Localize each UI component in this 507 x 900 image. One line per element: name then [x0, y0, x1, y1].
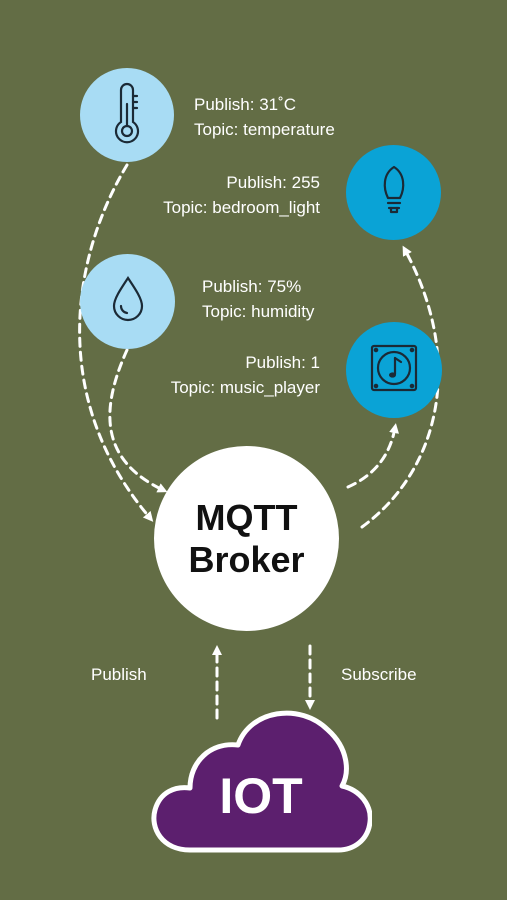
bedroom-light-publish: Publish: 255	[226, 173, 320, 192]
music-player-label: Publish: 1 Topic: music_player	[120, 350, 320, 400]
arrow-broker-to-music-player	[346, 423, 400, 489]
temperature-publish: Publish: 31˚C	[194, 95, 297, 114]
temperature-sensor-node	[80, 68, 174, 162]
publish-link-label: Publish	[91, 665, 147, 684]
arrow-humidity-to-broker	[108, 348, 168, 493]
temperature-topic: Topic: temperature	[194, 120, 335, 139]
music-player-icon	[369, 343, 419, 398]
music-player-publish: Publish: 1	[245, 353, 320, 372]
subscribe-link-label: Subscribe	[341, 665, 417, 684]
bedroom-light-topic: Topic: bedroom_light	[163, 198, 320, 217]
bedroom-light-label: Publish: 255 Topic: bedroom_light	[120, 170, 320, 220]
humidity-publish: Publish: 75%	[202, 277, 302, 296]
music-player-node	[346, 322, 442, 418]
iot-cloud-icon	[151, 710, 372, 853]
light-bulb-icon	[377, 164, 411, 221]
music-player-topic: Topic: music_player	[170, 378, 320, 397]
arrow-temperature-to-broker	[78, 163, 154, 522]
broker-title-line1: MQTT	[195, 496, 298, 538]
bedroom-light-node	[346, 145, 441, 240]
humidity-topic: Topic: humidity	[202, 302, 315, 321]
iot-label: IOT	[219, 768, 303, 824]
arrow-broker-to-bedroom-light	[360, 245, 440, 529]
humidity-label: Publish: 75% Topic: humidity	[202, 274, 314, 324]
water-drop-icon	[110, 275, 146, 328]
thermometer-icon	[107, 82, 147, 149]
mqtt-broker-node: MQTT Broker	[154, 446, 339, 631]
humidity-sensor-node	[80, 254, 175, 349]
temperature-label: Publish: 31˚C Topic: temperature	[194, 92, 335, 142]
broker-title-line2: Broker	[188, 538, 305, 580]
